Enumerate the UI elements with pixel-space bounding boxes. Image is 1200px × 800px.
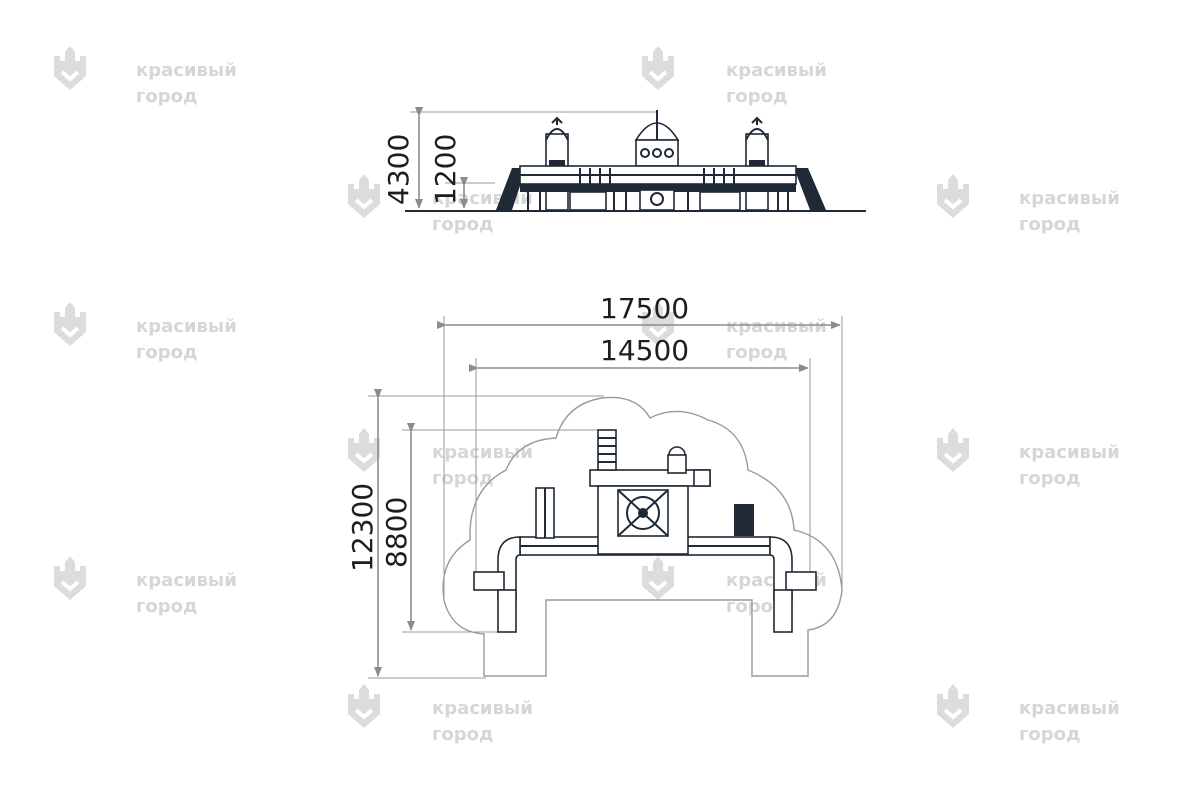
overall-height-label: 4300: [382, 134, 415, 205]
watermark-11: красивый город: [346, 682, 533, 745]
watermark-8: красивый город: [935, 426, 1120, 489]
overall-width-label: 17500: [600, 292, 689, 325]
castle-shield-logo-icon: [346, 172, 382, 220]
watermark-line2: город: [136, 86, 198, 107]
castle-shield-logo-icon: [346, 682, 382, 730]
playground-elevation-drawing: [496, 110, 826, 211]
castle-shield-logo-icon: [640, 44, 676, 92]
right-slide: [794, 168, 826, 210]
castle-shield-logo-icon: [935, 172, 971, 220]
right-tower: [745, 116, 769, 211]
watermark-line1: красивый: [136, 316, 237, 337]
watermark-line1: красивый: [1019, 188, 1120, 209]
castle-shield-logo-icon: [935, 682, 971, 730]
watermark-9: красивый город: [52, 554, 237, 617]
railings: [579, 168, 735, 184]
castle-shield-logo-icon: [640, 554, 676, 602]
plan-view: 17500 14500 12300 8800: [346, 292, 843, 679]
right-end-platform: [785, 571, 817, 591]
watermark-line2: город: [432, 468, 494, 489]
watermark-line1: красивый: [726, 60, 827, 81]
watermark-1: красивый город: [52, 44, 237, 107]
central-dome: [634, 110, 680, 167]
left-tower: [545, 116, 569, 211]
left-slide: [496, 168, 526, 210]
watermark-line2: город: [1019, 468, 1081, 489]
watermark-line2: город: [136, 596, 198, 617]
castle-shield-logo-icon: [52, 44, 88, 92]
watermark-line1: красивый: [1019, 442, 1120, 463]
watermark-line1: красивый: [1019, 698, 1120, 719]
castle-shield-logo-icon: [52, 300, 88, 348]
elevation-view: 4300 1200: [382, 107, 866, 212]
left-slide-plan: [497, 589, 517, 633]
watermark-line2: город: [1019, 724, 1081, 745]
watermark-line2: город: [432, 724, 494, 745]
equipment-width-label: 14500: [600, 334, 689, 367]
watermark-4: красивый город: [935, 172, 1120, 235]
central-tower-plan: [589, 429, 711, 555]
watermark-line1: красивый: [432, 698, 533, 719]
watermark-5: красивый город: [52, 300, 237, 363]
watermark-group: красивый город красивый город красивый г…: [52, 44, 1120, 745]
playground-plan-drawing: [473, 429, 817, 633]
safety-zone-outline: [442, 396, 843, 677]
watermark-line1: красивый: [136, 570, 237, 591]
watermark-7: красивый город: [346, 426, 533, 489]
right-slide-plan: [773, 589, 793, 633]
overall-depth-label: 12300: [346, 483, 379, 572]
watermark-line2: город: [136, 342, 198, 363]
right-block: [734, 504, 754, 536]
watermark-line1: красивый: [136, 60, 237, 81]
equipment-depth-label: 8800: [380, 497, 413, 568]
castle-shield-logo-icon: [52, 554, 88, 602]
watermark-line2: город: [726, 596, 788, 617]
watermark-line2: город: [1019, 214, 1081, 235]
watermark-2: красивый город: [640, 44, 827, 107]
watermark-line1: красивый: [432, 442, 533, 463]
left-end-platform: [473, 571, 505, 591]
castle-shield-logo-icon: [935, 426, 971, 474]
watermark-line2: город: [726, 86, 788, 107]
watermark-line2: город: [726, 342, 788, 363]
watermark-12: красивый город: [935, 682, 1120, 745]
platform-height-label: 1200: [429, 134, 462, 205]
watermark-line2: город: [432, 214, 494, 235]
castle-shield-logo-icon: [346, 426, 382, 474]
watermark-line1: красивый: [726, 316, 827, 337]
